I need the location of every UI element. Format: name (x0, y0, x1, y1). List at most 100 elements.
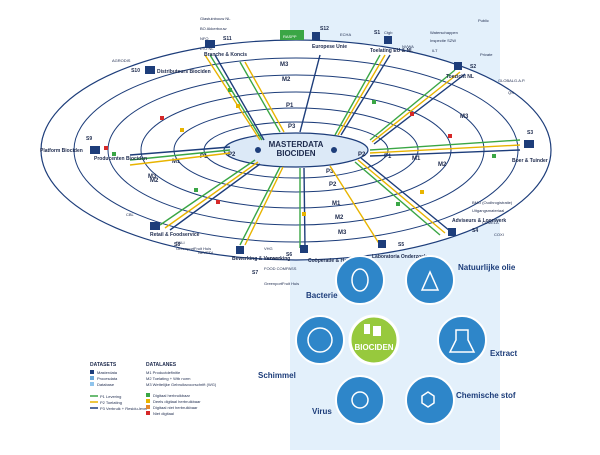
svg-text:Procesdata: Procesdata (97, 376, 118, 381)
hexagon-molecule-icon (421, 391, 435, 408)
virus-icon (351, 391, 369, 409)
chemische-circle (405, 375, 455, 425)
svg-text:Deels digitaal herbruikbaar: Deels digitaal herbruikbaar (153, 399, 201, 404)
ring-label-m2-left: M2 (150, 178, 159, 184)
ring-label-m3-left: M3 (148, 174, 157, 180)
bacteria-icon (351, 268, 369, 292)
node-bewerking: Bewerking & Verwerking (232, 256, 290, 262)
svg-text:GLOBALG.A.P.: GLOBALG.A.P. (498, 78, 525, 83)
barn-icon (524, 140, 534, 148)
raspp-badge (280, 30, 304, 40)
svg-text:QS: QS (508, 90, 514, 95)
svg-text:BO Akkerbouw: BO Akkerbouw (200, 26, 227, 31)
svg-text:ILT: ILT (432, 48, 438, 53)
flow-lines (129, 54, 521, 249)
ring-label-m3-bottom: M3 (338, 230, 347, 236)
node-platform: Platform Biociden (40, 148, 83, 154)
svg-text:M1 Productdefinitie: M1 Productdefinitie (146, 370, 181, 375)
svg-text:VHG: VHG (264, 246, 273, 251)
svg-text:Digitaal niet herbruikbaar: Digitaal niet herbruikbaar (153, 405, 198, 410)
svg-text:NVWA: NVWA (402, 44, 414, 49)
svg-text:M3 Wettelijke Gebruiksvoorsch: M3 Wettelijke Gebruiksvoorschrift (WG) (146, 382, 217, 387)
svg-text:Niet digitaal: Niet digitaal (153, 411, 174, 416)
legend-datasets-title: DATASETS (90, 362, 117, 368)
svg-text:Public: Public (478, 18, 489, 23)
node-producenten: Producenten Biociden (94, 156, 147, 162)
node-europese-unie: Europese Unie (312, 44, 347, 50)
svg-text:M2 Toelating + Wtb norm: M2 Toelating + Wtb norm (146, 376, 191, 381)
biociden-wheel: BIOCIDEN Bacterie Natuurlijke olie Extra… (258, 255, 517, 425)
svg-text:Digitaal herbruikbaar: Digitaal herbruikbaar (153, 393, 191, 398)
svg-text:Uitgangsmateriaal: Uitgangsmateriaal (472, 208, 504, 213)
svg-text:Ctgb: Ctgb (384, 30, 393, 35)
station-s9: S9 (86, 136, 92, 142)
stations: S10 Distributeurs Biociden S11 Branche &… (40, 26, 548, 276)
shop-icon (150, 222, 160, 230)
svg-text:CUMELA: CUMELA (482, 220, 499, 225)
category-bacterie: Bacterie (306, 291, 338, 300)
ring-label-p1-right: P1 (384, 154, 392, 160)
bottle-icon (373, 326, 381, 336)
svg-text:BMO (Oudhrogistratie): BMO (Oudhrogistratie) (472, 200, 513, 205)
ring-label-p3-bottom: P3 (326, 169, 334, 175)
center-right-dot-icon (331, 147, 337, 153)
svg-text:Inspectie SZW: Inspectie SZW (430, 38, 456, 43)
svg-text:GreenportFruit Huis: GreenportFruit Huis (264, 281, 299, 286)
ring-label-m2-right: M2 (438, 162, 447, 168)
svg-text:Masterdata: Masterdata (97, 370, 118, 375)
outer-labels: Glastuinbouw NL BO Akkerbouw NFO LTO NL … (112, 16, 525, 286)
node-distributeurs: Distributeurs Biociden (157, 69, 211, 75)
virus-circle (335, 375, 385, 425)
station-s12: S12 (320, 26, 329, 32)
station-s7: S7 (252, 270, 258, 276)
station-s1: S1 (374, 30, 380, 36)
building-icon (454, 62, 462, 70)
ring-label-p2-bottom: P2 (329, 182, 337, 188)
ring-label-m1-right: M1 (412, 156, 421, 162)
svg-text:P2 Toelating: P2 Toelating (100, 400, 122, 405)
svg-text:AGRODIS: AGRODIS (112, 58, 131, 63)
node-retail: Retail & Foodservice (150, 232, 200, 238)
svg-text:ECHA: ECHA (340, 32, 351, 37)
station-s10: S10 (131, 68, 140, 74)
ring-label-p2-right: P2 (358, 152, 366, 158)
ring-label-m1-bottom: M1 (332, 201, 341, 207)
ring-p1 (140, 91, 452, 209)
node-laboratoria: Laboratoria Onderzoek (372, 254, 427, 260)
station-s11: S11 (223, 36, 232, 42)
svg-text:P3 Verbruik + Residu-level: P3 Verbruik + Residu-level (100, 406, 147, 411)
flask-icon (448, 329, 476, 353)
center-left-dot-icon (255, 147, 261, 153)
svg-text:ANTHOS: ANTHOS (264, 256, 281, 261)
ring-label-p1-left: P1 (200, 154, 208, 160)
category-virus: Virus (312, 407, 332, 416)
station-s6: S6 (286, 252, 292, 258)
legend: DATASETS DATALANES Masterdata Procesdata… (90, 362, 217, 416)
node-toezicht: Toezicht NL (446, 74, 474, 80)
center-title-line2: BIOCIDEN (276, 149, 315, 158)
flag-icon (312, 32, 320, 40)
factory-icon (205, 40, 215, 48)
svg-text:FNLI: FNLI (176, 240, 185, 245)
svg-text:LTO NL: LTO NL (200, 46, 214, 51)
ring-label-p3-top: P3 (288, 124, 296, 130)
ring-label-m1-left: M1 (172, 159, 181, 165)
station-s4: S4 (472, 228, 478, 234)
ring-label-m2-bottom: M2 (335, 215, 344, 221)
svg-text:Private: Private (480, 52, 493, 57)
svg-text:GreenportFruit Huis: GreenportFruit Huis (176, 246, 211, 251)
factory-icon (90, 146, 100, 154)
ring-labels: P3 P1 M2 M3 P3 P2 M1 M2 M3 M2 M1 P1 P2 M… (148, 62, 469, 236)
node-toelating: Toelating EU & NL (370, 48, 413, 54)
svg-text:NEVEDI: NEVEDI (198, 250, 213, 255)
svg-text:Glastuinbouw NL: Glastuinbouw NL (200, 16, 231, 21)
category-extract: Extract (490, 349, 517, 358)
building-icon (145, 66, 155, 74)
svg-text:NFO: NFO (200, 36, 208, 41)
biociden-center (348, 314, 400, 366)
ring-label-p1-top: P1 (286, 103, 294, 109)
node-boer: Boer & Tuinder (512, 158, 548, 164)
ring-label-m3-right: M3 (460, 114, 469, 120)
svg-text:Waterschappen: Waterschappen (430, 30, 458, 35)
